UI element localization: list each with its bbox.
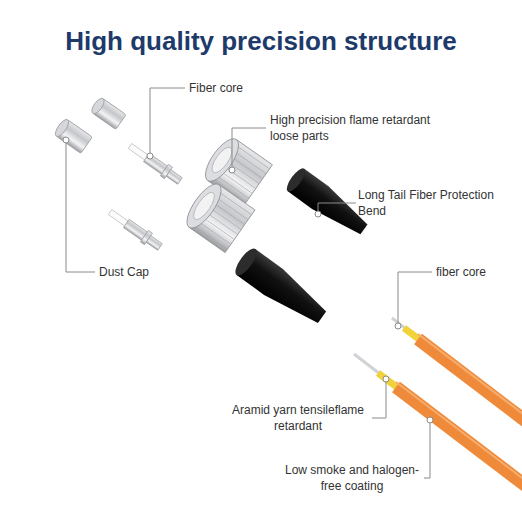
- part-label: Aramid yarn tensileflame retardant: [228, 402, 368, 434]
- ferrule: [106, 206, 164, 252]
- strain-relief-boot: [284, 166, 372, 241]
- part-label: High precision flame retardant loose par…: [270, 112, 435, 144]
- ferrule: [126, 140, 184, 186]
- leader-dots: [63, 137, 433, 423]
- dust-cap: [90, 96, 127, 129]
- coupling-nut: [181, 179, 255, 253]
- part-label: fiber core: [436, 264, 516, 280]
- part-label: Fiber core: [189, 80, 299, 96]
- dust-cap: [53, 118, 92, 154]
- part-label: Dust Cap: [99, 264, 179, 280]
- page-title: High quality precision structure: [0, 26, 522, 57]
- part-label: Long Tail Fiber Protection Bend: [358, 187, 498, 219]
- fiber-cable: [392, 318, 522, 432]
- strain-relief-boot: [232, 246, 332, 331]
- leader-lines: [66, 88, 432, 478]
- part-label: Low smoke and halogen-free coating: [282, 462, 422, 494]
